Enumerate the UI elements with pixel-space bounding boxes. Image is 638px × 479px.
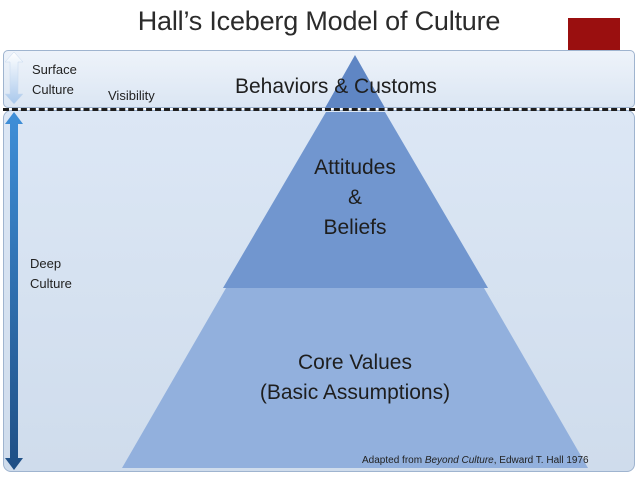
deep-culture-label: Deep Culture <box>30 256 72 291</box>
diagram-title: Hall’s Iceberg Model of Culture <box>137 6 501 36</box>
behaviors-customs-label: Behaviors & Customs <box>235 75 437 98</box>
core-values-tier <box>122 288 588 468</box>
accent-box <box>568 18 620 52</box>
attitudes-beliefs-tier <box>223 112 488 288</box>
visibility-label: Visibility <box>108 88 155 103</box>
surface-arrow-icon <box>4 51 24 105</box>
attitudes-beliefs-label: Attitudes & Beliefs <box>314 156 396 239</box>
behaviors-tier <box>325 55 385 108</box>
deep-arrow-icon <box>5 112 23 470</box>
source-credit: Adapted from Beyond Culture, Edward T. H… <box>362 455 589 466</box>
waterline-divider <box>3 108 635 111</box>
surface-band <box>3 50 635 108</box>
core-values-label: Core Values (Basic Assumptions) <box>259 351 451 404</box>
surface-culture-label: Surface Culture <box>32 62 77 97</box>
